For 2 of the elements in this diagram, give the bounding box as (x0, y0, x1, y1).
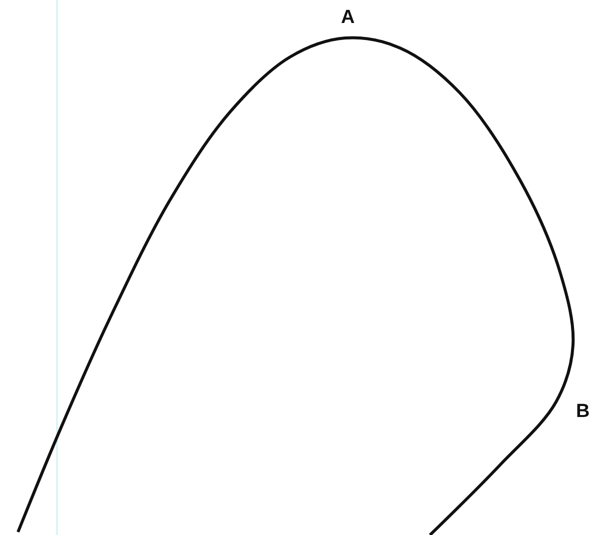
point-label: A (341, 8, 355, 27)
point-label: B (576, 402, 590, 421)
